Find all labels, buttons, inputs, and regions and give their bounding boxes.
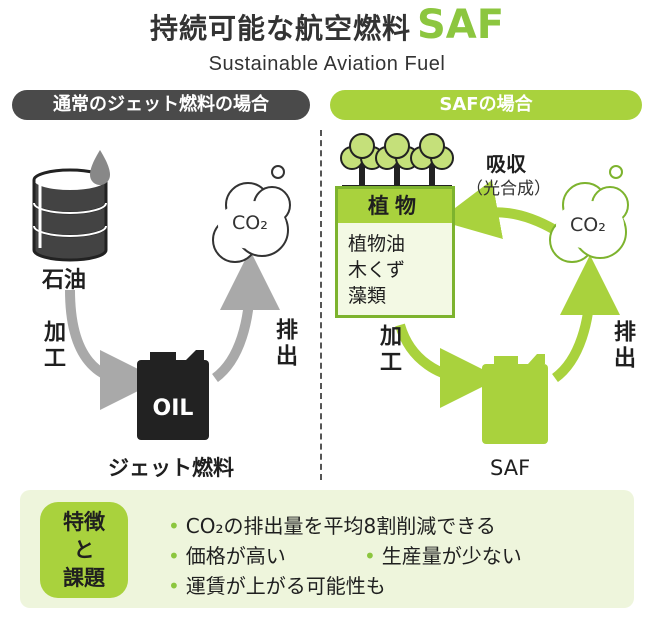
- title-japanese: 持続可能な航空燃料: [149, 12, 411, 45]
- absorb-label: 吸収: [486, 152, 526, 176]
- oil-can-label: OIL: [152, 396, 194, 421]
- oil-label: 石油: [42, 268, 87, 293]
- feature-text: 価格が高い: [185, 544, 286, 568]
- section-divider: [320, 130, 322, 480]
- right-exhaust-label: 排出: [610, 320, 635, 372]
- plant-header: 植物: [338, 189, 452, 223]
- right-exhaust-arrow: [551, 255, 620, 383]
- left-section-header: 通常のジェット燃料の場合: [12, 90, 310, 120]
- left-process-label: 加工: [40, 320, 65, 372]
- left-process-arrow: [65, 289, 160, 410]
- features-badge: 特徴 と 課題: [40, 502, 128, 598]
- right-process-arrow: [395, 323, 500, 408]
- badge-line: 課題: [63, 566, 105, 590]
- feature-item: •価格が高い: [168, 540, 286, 569]
- plant-item: 植物油: [348, 233, 406, 255]
- bullet-dot-icon: •: [364, 544, 376, 568]
- feature-text: CO₂の排出量を平均8割削減できる: [185, 514, 496, 538]
- jet-fuel-label: ジェット燃料: [108, 456, 234, 480]
- right-co2-cloud-icon: [549, 165, 629, 263]
- subtitle: Sustainable Aviation Fuel: [208, 53, 446, 75]
- right-process-label: 加工: [376, 324, 401, 376]
- title-saf: SAF: [416, 2, 505, 48]
- badge-line: と: [73, 538, 95, 562]
- oil-can-icon: [137, 350, 209, 440]
- oil-drop-icon: [90, 150, 110, 185]
- trees-icon: [340, 133, 454, 189]
- feature-text: 運賃が上がる可能性も: [185, 574, 386, 598]
- left-exhaust-arrow: [211, 250, 280, 383]
- saf-can-icon: [482, 354, 548, 444]
- saf-product-label: SAF: [490, 456, 531, 480]
- bullet-dot-icon: •: [168, 514, 180, 538]
- bullet-dot-icon: •: [168, 544, 180, 568]
- plant-item: 藻類: [348, 285, 387, 307]
- feature-text: 生産量が少ない: [381, 544, 522, 568]
- left-co2-cloud-icon: [212, 165, 291, 263]
- right-section-header: SAFの場合: [330, 90, 642, 120]
- right-co2-label: CO₂: [570, 214, 606, 236]
- feature-item: •運賃が上がる可能性も: [168, 570, 386, 599]
- badge-line: 特徴: [63, 510, 105, 534]
- left-exhaust-label: 排出: [272, 318, 297, 370]
- bullet-dot-icon: •: [168, 574, 180, 598]
- absorb-arrow: [438, 180, 558, 240]
- plant-item: 木くず: [348, 259, 406, 281]
- feature-item: •生産量が少ない: [364, 540, 522, 569]
- plant-box: 植物 植物油 木くず 藻類: [335, 186, 455, 318]
- absorb-note: （光合成）: [466, 179, 551, 199]
- left-co2-label: CO₂: [232, 212, 268, 234]
- oil-barrel-icon: [32, 168, 108, 262]
- feature-item: •CO₂の排出量を平均8割削減できる: [168, 510, 496, 539]
